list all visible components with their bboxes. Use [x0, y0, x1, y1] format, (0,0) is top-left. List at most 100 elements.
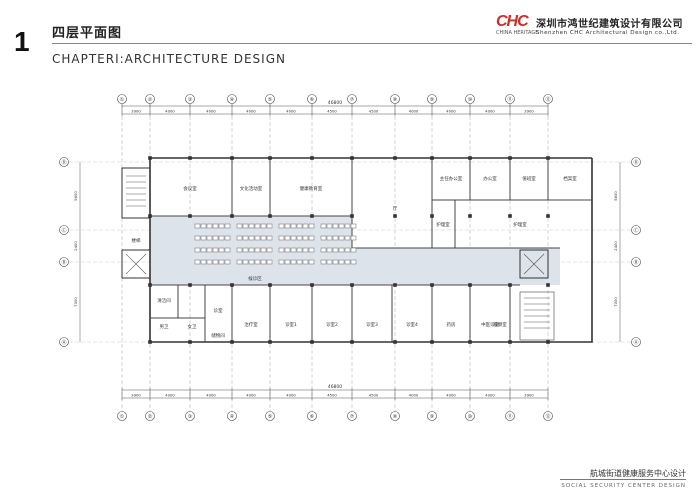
stair-north	[126, 175, 146, 207]
grid-bubble-12: ⑫	[543, 94, 553, 104]
svg-text:①: ①	[120, 414, 125, 420]
grid-bubble-8: ⑧	[390, 94, 400, 104]
bay-dimension: 4000	[165, 109, 175, 114]
row-bubble-2: Ⓒ	[59, 225, 69, 235]
grid-bubble-11: ⑪	[505, 411, 515, 421]
grid-bubble-4: ④	[227, 411, 237, 421]
row-bubble-4: Ⓐ	[59, 337, 69, 347]
room-south-store: 储物间	[211, 332, 225, 339]
svg-text:②: ②	[148, 414, 153, 420]
bay-dimension: 4000	[446, 109, 456, 114]
svg-text:Ⓓ: Ⓓ	[61, 159, 66, 166]
svg-text:Ⓒ: Ⓒ	[61, 227, 66, 234]
room-north-1: 会议室	[183, 185, 197, 192]
row-dimension: 2400	[73, 241, 78, 251]
room-south-clean: 清洁间	[157, 297, 171, 304]
overall-dimension: 46800	[328, 100, 342, 106]
svg-text:①: ①	[120, 97, 125, 103]
stair-south	[519, 291, 555, 341]
room-south-4: 诊室2	[326, 321, 338, 328]
footer-divider	[560, 479, 686, 480]
svg-text:⑩: ⑩	[468, 97, 473, 103]
svg-text:⑩: ⑩	[468, 414, 473, 420]
grid-bubble-1: ①	[117, 94, 127, 104]
overall-dimension: 46800	[328, 384, 342, 390]
room-south-toilet-f: 女卫	[188, 323, 197, 330]
row-bubble-1: Ⓓ	[59, 157, 69, 167]
svg-text:⑥: ⑥	[310, 97, 315, 103]
grid-bubble-8: ⑧	[390, 411, 400, 421]
bay-dimension: 3900	[131, 109, 141, 114]
chapter-subtitle: CHAPTERⅠ:ARCHITECTURE DESIGN	[52, 52, 286, 66]
bay-dimension: 4000	[286, 393, 296, 398]
room-mid-2: 护理室	[513, 221, 527, 228]
grid-axes-right: Ⓓ Ⓒ Ⓑ Ⓐ	[631, 157, 641, 347]
row-dimension: 2400	[613, 241, 618, 251]
room-south-8: 中医诊室	[481, 321, 499, 328]
grid-bubble-6: ⑥	[307, 411, 317, 421]
row-dimension: 7000	[613, 297, 618, 307]
svg-text:Ⓓ: Ⓓ	[633, 159, 638, 166]
svg-text:⑨: ⑨	[430, 414, 434, 420]
svg-text:②: ②	[148, 97, 153, 103]
room-north-2: 文化活动室	[240, 185, 263, 192]
svg-text:⑧: ⑧	[393, 97, 398, 103]
svg-text:⑤: ⑤	[268, 97, 272, 103]
grid-bubble-3: ③	[185, 94, 195, 104]
bay-dimension: 4000	[286, 109, 296, 114]
room-stair-side: 楼梯	[132, 237, 141, 244]
svg-text:⑪: ⑪	[507, 96, 512, 103]
waiting-seats	[194, 223, 357, 265]
bay-dimension: 4500	[327, 393, 337, 398]
grid-bubble-10: ⑩	[465, 94, 475, 104]
svg-text:④: ④	[230, 414, 235, 420]
structural-columns	[148, 156, 550, 344]
svg-text:③: ③	[188, 97, 192, 103]
grid-bubble-10: ⑩	[465, 411, 475, 421]
svg-text:⑦: ⑦	[350, 97, 355, 103]
svg-text:⑨: ⑨	[430, 97, 434, 103]
room-north-3: 健康教育室	[300, 185, 323, 192]
row-bubble-4: Ⓐ	[631, 337, 641, 347]
room-north-8: 档案室	[563, 175, 577, 182]
bay-dimension: 3900	[524, 393, 534, 398]
room-south-3: 诊室1	[285, 321, 297, 328]
bay-dimension: 4000	[246, 393, 256, 398]
grid-bubble-12: ⑫	[543, 411, 553, 421]
grid-bubble-7: ⑦	[347, 411, 357, 421]
svg-text:Ⓐ: Ⓐ	[633, 339, 638, 346]
svg-text:⑫: ⑫	[545, 413, 550, 420]
room-mid-1: 护理室	[436, 221, 450, 228]
room-south-5: 诊室3	[366, 321, 378, 328]
bay-dimension: 4000	[206, 109, 216, 114]
room-south-toilet-m: 男卫	[160, 324, 169, 330]
svg-text:Ⓐ: Ⓐ	[61, 339, 66, 346]
bay-dimension: 4000	[485, 109, 495, 114]
logo-mark: CHC	[496, 13, 529, 30]
svg-text:⑦: ⑦	[350, 414, 355, 420]
bay-dimension: 4500	[327, 109, 337, 114]
interior-walls	[150, 158, 592, 342]
svg-text:Ⓒ: Ⓒ	[633, 227, 638, 234]
bay-dimension: 4000	[409, 393, 419, 398]
bay-dimension: 3900	[131, 393, 141, 398]
company-name-en: Shenzhen CHC Architectural Design co.,Lt…	[536, 30, 680, 36]
svg-text:⑪: ⑪	[507, 413, 512, 420]
dimension-lines: 46800 3900 4000 4000 4000 4000 4500 4500 4000 400…	[73, 100, 621, 400]
header-divider	[52, 43, 692, 44]
grid-bubble-4: ④	[227, 94, 237, 104]
svg-text:⑥: ⑥	[310, 414, 315, 420]
company-logo: CHC CHINA HERITAGE	[496, 13, 538, 38]
building-outline	[121, 157, 593, 343]
row-bubble-3: Ⓑ	[59, 257, 69, 267]
grid-bubble-5: ⑤	[265, 411, 275, 421]
bay-dimension: 4000	[446, 393, 456, 398]
row-dimension: 5600	[73, 191, 78, 201]
svg-text:Ⓑ: Ⓑ	[633, 259, 638, 266]
svg-text:⑧: ⑧	[393, 414, 398, 420]
page-number: 1	[14, 26, 30, 57]
room-north-5: 主任办公室	[440, 175, 463, 182]
room-south-1: 诊室	[214, 307, 223, 314]
bay-dimension: 4000	[409, 109, 419, 114]
